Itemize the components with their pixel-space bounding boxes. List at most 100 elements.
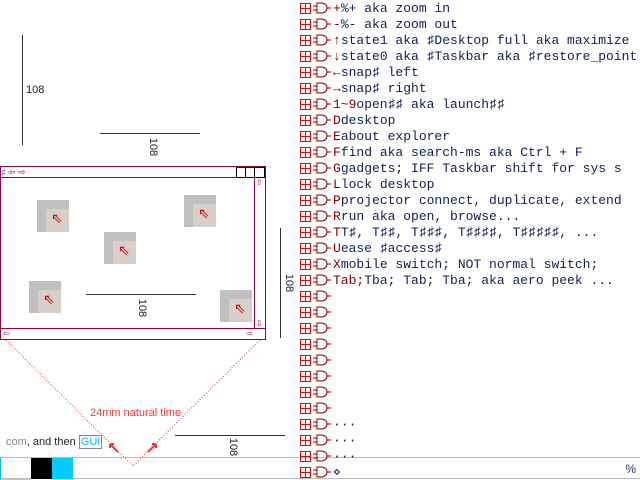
shortcut-row[interactable]: ··· — [300, 416, 640, 432]
windows-key-icon — [300, 402, 311, 414]
shortcut-row[interactable]: →snap♯ right — [300, 80, 640, 96]
shortcut-row[interactable] — [300, 288, 640, 304]
dimension-line — [280, 228, 281, 338]
projection-lines — [5, 339, 261, 467]
shortcut-key: ← — [333, 64, 341, 80]
windows-key-icon — [300, 98, 311, 110]
then-gui-caption: com, and then GUI — [6, 435, 103, 449]
shortcut-row[interactable]: ↓state0 aka ♯Taskbar aka ♯restore_point — [300, 48, 640, 64]
scroll-down-icon[interactable]: ⇩ — [256, 319, 263, 328]
windows-key-icon — [300, 66, 311, 78]
shortcut-row[interactable] — [300, 400, 640, 416]
shortcut-row[interactable]: F find aka search-ms aka Ctrl + F — [300, 144, 640, 160]
and-gate-icon — [313, 338, 331, 350]
shortcut-desc: state1 aka ♯Desktop full aka maximize — [340, 32, 630, 48]
title-bar[interactable]: ♯ ⇦ ⇨ — [1, 167, 265, 178]
shortcut-row[interactable]: P projector connect, duplicate, extend — [300, 192, 640, 208]
shortcut-key: → — [333, 80, 341, 96]
shortcut-row[interactable]: -%- aka zoom out — [300, 16, 640, 32]
shortcut-desc: ease ♯access♯ — [340, 240, 443, 256]
windows-key-icon — [300, 146, 311, 158]
shortcut-desc: state0 aka ♯Taskbar aka ♯restore_point — [340, 48, 638, 64]
shortcut-row[interactable]: D desktop — [300, 112, 640, 128]
shortcut-row[interactable] — [300, 304, 640, 320]
percent-indicator[interactable]: % — [625, 462, 636, 476]
and-gate-icon — [313, 418, 331, 430]
shortcut-row[interactable]: G gadgets; IFF Taskbar shift for sys s — [300, 160, 640, 176]
shortcut-row[interactable] — [300, 336, 640, 352]
scroll-right-icon[interactable]: ⇨ — [246, 329, 253, 338]
windows-key-icon — [300, 386, 311, 398]
shortcut-key: L — [333, 176, 341, 192]
windows-key-icon — [300, 82, 311, 94]
scroll-left-icon[interactable]: ⇦ — [3, 329, 10, 338]
and-gate-icon — [313, 466, 331, 478]
shortcut-row[interactable]: R run aka open, browse... — [300, 208, 640, 224]
windows-key-icon — [300, 162, 311, 174]
shortcut-desc: T♯, T♯♯, T♯♯♯, T♯♯♯♯, T♯♯♯♯♯, ... — [340, 224, 599, 240]
shortcut-row[interactable]: L lock desktop — [300, 176, 640, 192]
windows-key-icon — [300, 418, 311, 430]
dimension-label: 108 — [147, 137, 160, 157]
shortcut-desc: lock desktop — [340, 176, 435, 192]
windows-key-icon — [300, 258, 311, 270]
shortcut-row[interactable] — [300, 320, 640, 336]
color-swatch-black[interactable] — [31, 458, 52, 479]
horizontal-scrollbar[interactable]: ⇦ ⇨ — [1, 328, 265, 339]
shortcut-key: E — [333, 128, 341, 144]
and-gate-icon — [313, 434, 331, 446]
windows-key-icon — [300, 242, 311, 254]
and-gate-icon — [313, 162, 331, 174]
shortcut-row[interactable]: ⋄ — [300, 464, 640, 480]
cursor-icon: ⇖ — [118, 242, 130, 258]
and-gate-icon — [313, 290, 331, 302]
scroll-up-icon[interactable]: ⇧ — [256, 178, 263, 187]
dimension-label: 108 — [26, 84, 45, 96]
window-buttons[interactable] — [236, 167, 265, 178]
shortcut-row[interactable]: U ease ♯access♯ — [300, 240, 640, 256]
and-gate-icon — [313, 386, 331, 398]
shortcut-key: ↓ — [333, 48, 341, 64]
shortcut-row[interactable] — [300, 368, 640, 384]
and-gate-icon — [313, 274, 331, 286]
cursor-tile: ⇖ — [37, 200, 69, 232]
color-swatch-cyan[interactable] — [52, 458, 73, 479]
shortcut-desc: mobile switch; NOT normal switch; — [340, 256, 599, 272]
shortcut-desc: %+ aka zoom in — [340, 0, 451, 16]
shortcut-row[interactable]: ··· — [300, 448, 640, 464]
windows-key-icon — [300, 226, 311, 238]
shortcut-row[interactable]: T T♯, T♯♯, T♯♯♯, T♯♯♯♯, T♯♯♯♯♯, ... — [300, 224, 640, 240]
shortcut-row[interactable]: X mobile switch; NOT normal switch; — [300, 256, 640, 272]
windows-key-icon — [300, 194, 311, 206]
windows-key-icon — [300, 466, 311, 478]
shortcut-row[interactable]: ··· — [300, 432, 640, 448]
shortcut-row[interactable]: E about explorer — [300, 128, 640, 144]
shortcut-key: ↑ — [333, 32, 341, 48]
shortcut-row[interactable]: +%+ aka zoom in — [300, 0, 640, 16]
shortcut-row[interactable]: Tab; Tba; Tab; Tba; aka aero peek ... — [300, 272, 640, 288]
dimension-label: 108 — [283, 273, 296, 293]
shortcut-desc: run aka open, browse... — [340, 208, 521, 224]
shortcut-row[interactable]: ←snap♯ left — [300, 64, 640, 80]
window[interactable]: ♯ ⇦ ⇨ ⇧ ⇩ ⇦ ⇨ ⇖ ⇖ ⇖ ⇖ ⇖ 108 — [0, 166, 266, 340]
and-gate-icon — [313, 178, 331, 190]
shortcut-row[interactable]: ↑state1 aka ♯Desktop full aka maximize — [300, 32, 640, 48]
dimension-label: 108 — [227, 437, 240, 457]
cursor-tile: ⇖ — [220, 290, 252, 322]
shortcut-desc: %- aka zoom out — [340, 16, 458, 32]
shortcut-desc: ⋄ — [333, 464, 341, 480]
dimension-line — [86, 294, 196, 295]
shortcut-row[interactable] — [300, 384, 640, 400]
natural-time-label: 24mm natural time — [90, 407, 182, 419]
start-curve[interactable] — [0, 458, 31, 480]
vertical-scrollbar[interactable]: ⇧ ⇩ — [254, 178, 265, 328]
nav-arrows[interactable]: ⇦ ⇨ — [8, 167, 26, 177]
shortcut-row[interactable]: 1~9 open♯♯ aka launch♯♯ — [300, 96, 640, 112]
and-gate-icon — [313, 2, 331, 14]
and-gate-icon — [313, 210, 331, 222]
shortcut-list: +%+ aka zoom in-%- aka zoom out↑state1 a… — [300, 0, 640, 480]
taskbar[interactable]: % — [0, 457, 640, 480]
shortcut-key: T — [333, 224, 341, 240]
cursor-icon: ⇖ — [43, 291, 55, 307]
shortcut-row[interactable] — [300, 352, 640, 368]
